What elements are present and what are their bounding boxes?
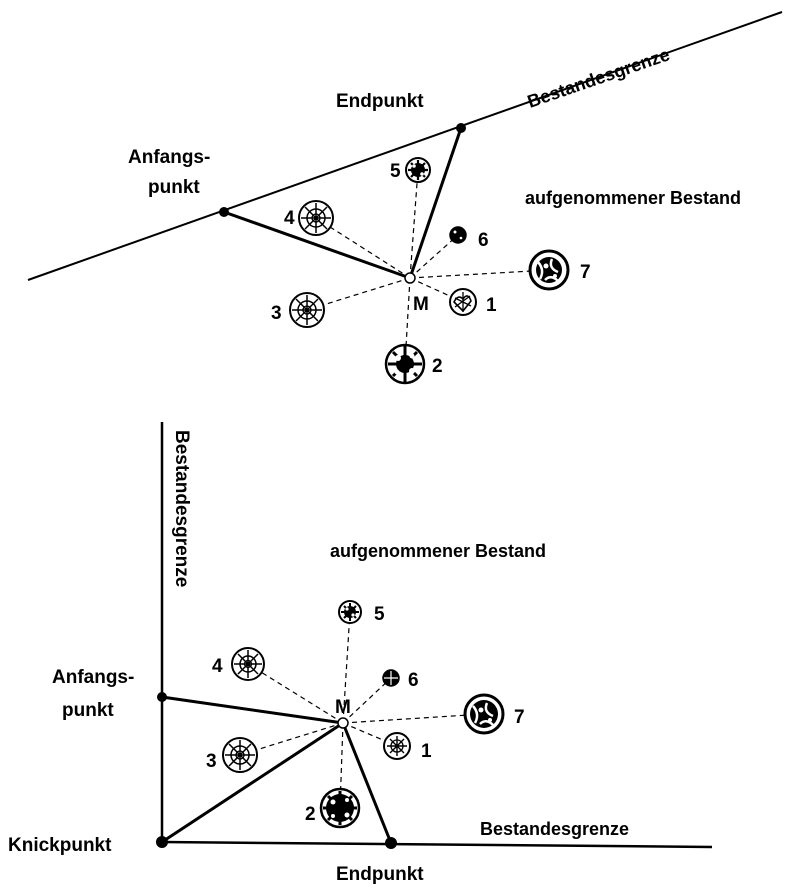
bottom-corner-point: [156, 836, 168, 848]
top-tree-4: [298, 200, 334, 236]
bottom-horizontal-boundary-line: [161, 840, 713, 849]
bottom-tree-5: [338, 600, 362, 624]
bottom-start-point: [157, 692, 167, 702]
bottom-start-to-center-line: [161, 695, 344, 725]
bottom-stand-label: aufgenommener Bestand: [330, 541, 546, 561]
top-tree-1-number: 1: [486, 295, 497, 316]
top-tree-6: [449, 226, 467, 244]
top-start-point: [219, 207, 229, 217]
top-stand-label: aufgenommener Bestand: [525, 188, 741, 208]
top-tree-3: [289, 292, 325, 328]
bottom-tree-4: [231, 647, 265, 681]
bottom-tree-7-number: 7: [514, 707, 525, 728]
bottom-tree-5-number: 5: [374, 604, 385, 625]
top-tree-4-number: 4: [284, 208, 295, 229]
bottom-tree-1: [383, 732, 411, 760]
top-boundary-line: [27, 11, 783, 281]
bottom-center-label: M: [335, 697, 351, 718]
top-tree-5: [405, 157, 431, 183]
bottom-horizontal-boundary-label: Bestandesgrenze: [480, 819, 629, 839]
bottom-tree-2-number: 2: [305, 804, 316, 825]
bottom-tree-6-number: 6: [408, 670, 419, 691]
bottom-tree-2: [319, 787, 361, 829]
bottom-tree-4-number: 4: [212, 656, 223, 677]
top-tree-7-number: 7: [580, 262, 591, 283]
bottom-tree-3-number: 3: [206, 751, 217, 772]
top-end-point: [456, 123, 466, 133]
bottom-vertical-boundary-label: Bestandesgrenze: [171, 430, 192, 587]
top-tree-2: [384, 343, 426, 385]
bottom-start-label-line1: Anfangs-: [52, 667, 134, 688]
bottom-tree-7: [463, 693, 505, 735]
bottom-corner-to-center-line: [161, 721, 344, 844]
bottom-diagram: Bestandesgrenze Bestandesgrenze: [8, 422, 713, 885]
top-diagram: Bestandesgrenze: [27, 11, 783, 385]
bottom-end-label: Endpunkt: [336, 864, 424, 885]
top-end-to-center-line: [408, 127, 463, 279]
top-end-label: Endpunkt: [336, 91, 424, 112]
top-tree-5-number: 5: [390, 161, 401, 182]
bottom-tree-6: [382, 669, 400, 687]
top-start-label-line2: punkt: [148, 177, 200, 198]
top-tree-2-number: 2: [432, 356, 443, 377]
top-tree-7: [528, 249, 570, 291]
top-center-label: M: [413, 294, 429, 315]
top-start-to-center-line: [223, 210, 411, 280]
bottom-center-point: [337, 717, 349, 729]
top-tree-3-number: 3: [271, 303, 282, 324]
bottom-tree-3: [222, 737, 258, 773]
top-center-point: [404, 272, 416, 284]
bottom-corner-label: Knickpunkt: [8, 835, 112, 856]
bottom-end-point: [385, 837, 397, 849]
bottom-tree-lines: [239, 611, 485, 809]
top-tree-6-number: 6: [478, 230, 489, 251]
top-start-label-line1: Anfangs-: [128, 147, 210, 168]
bottom-end-to-center-line: [341, 722, 393, 844]
top-tree-lines: [306, 169, 550, 365]
bottom-tree-1-number: 1: [421, 741, 432, 762]
top-tree-1: [449, 288, 477, 316]
bottom-start-label-line2: punkt: [62, 700, 114, 721]
top-boundary-label: Bestandesgrenze: [525, 44, 672, 111]
